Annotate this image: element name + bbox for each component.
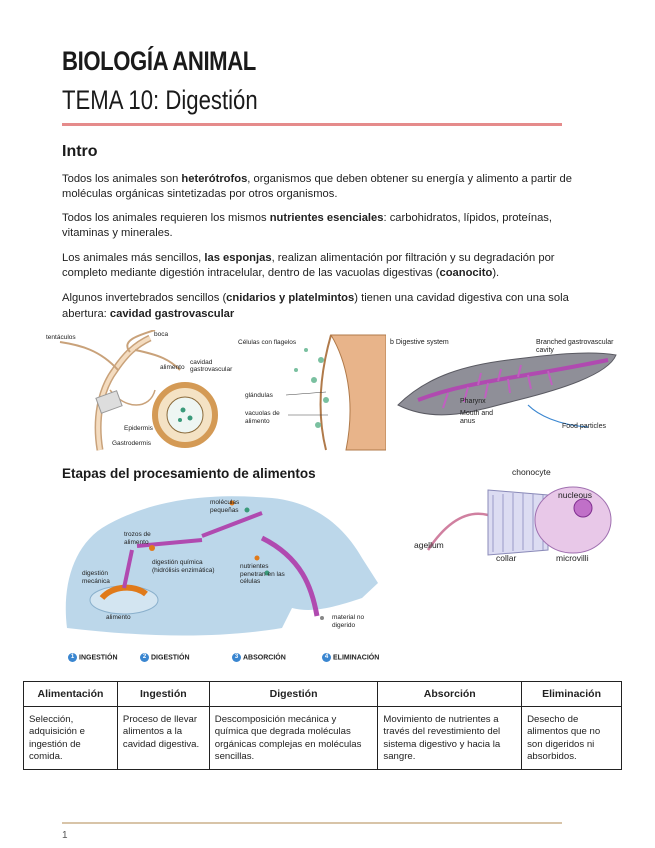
label-glands: glándulas [245, 392, 273, 399]
choanocyte-illustration [426, 486, 612, 556]
table-row: Selección, adquisición e ingestión de co… [23, 705, 622, 771]
tissue-illustration [285, 334, 386, 451]
table-header-row: Alimentación Ingestión Digestión Absorci… [23, 681, 622, 707]
label-chemical-digestion: digestión química (hidrólisis enzimática… [152, 559, 215, 574]
document-title: BIOLOGÍA ANIMAL [62, 46, 256, 76]
label-small-molecules: moléculas pequeñas [210, 499, 240, 514]
label-food-particles: Food particles [562, 423, 606, 430]
document-subtitle: TEMA 10: Digestión [62, 85, 258, 115]
label-branched-cavity: Branched gastrovascular cavity [536, 339, 614, 354]
label-food: alimento [160, 364, 185, 371]
label-nutrients: nutrientes penetran en las células [240, 563, 285, 585]
label-choanocyte: chonocyte [512, 467, 551, 477]
label-mechanical-digestion: digestión mecánica [82, 570, 110, 585]
label-mouth-anus: Mouth and anus [460, 410, 494, 425]
table-cell: Proceso de llevar alimentos a la cavidad… [116, 705, 210, 771]
table-cell: Desecho de alimentos que no son digerido… [521, 705, 622, 771]
step-number-badge: 3 [232, 653, 241, 662]
food-processing-illustration [65, 496, 379, 636]
intro-paragraph-1: Todos los animales son heterótrofos, org… [62, 173, 572, 200]
etapas-heading: Etapas del procesamiento de alimentos [62, 466, 316, 481]
label-gastrodermis: Gastrodermis [112, 440, 152, 447]
table-header-cell: Alimentación [23, 681, 118, 707]
label-digestive-system: b Digestive system [390, 339, 449, 346]
flatworm-illustration [397, 352, 617, 428]
label-flagellated-cells: Células con flagelos [238, 339, 297, 346]
label-food-bowl: alimento [106, 614, 131, 621]
label-mouth: boca [154, 331, 169, 338]
title-divider [62, 123, 562, 126]
table-cell: Descomposición mecánica y química que de… [208, 705, 379, 771]
table-cell: Selección, adquisición e ingestión de co… [23, 705, 118, 771]
label-gastrovascular-cavity: cavidad gastrovascular [190, 359, 233, 373]
intro-paragraph-4: Algunos invertebrados sencillos (cnidari… [62, 292, 569, 320]
intro-paragraph-3: Los animales más sencillos, las esponjas… [62, 252, 555, 279]
table-header-cell: Eliminación [521, 681, 622, 707]
label-flagellum: agellum [414, 540, 444, 550]
step-number-badge: 1 [68, 653, 77, 662]
table-header-cell: Absorción [377, 681, 523, 707]
label-food-pieces: trozos de alimento [124, 531, 151, 546]
intro-heading: Intro [62, 143, 98, 160]
label-collar: collar [496, 553, 517, 563]
table-header-cell: Digestión [208, 681, 379, 707]
label-undigested-material: material no digerido [332, 614, 365, 629]
table-header-cell: Ingestión [116, 681, 210, 707]
step-number-badge: 2 [140, 653, 149, 662]
intro-paragraph-2: Todos los animales requieren los mismos … [62, 212, 553, 239]
label-pharynx: Pharynx [460, 398, 486, 405]
hydra-illustration [59, 330, 218, 451]
stages-table: Alimentación Ingestión Digestión Absorci… [23, 681, 622, 771]
step-number-badge: 4 [322, 653, 331, 662]
label-nucleus: nucleous [558, 490, 593, 500]
label-epidermis: Epidermis [124, 425, 153, 432]
label-food-vacuoles: vacuolas de alimento [245, 410, 280, 425]
label-microvilli: microvilli [556, 553, 589, 563]
page-number: 1 [62, 830, 68, 841]
label-tentacles: tentáculos [46, 334, 76, 341]
footer-divider [62, 822, 562, 824]
table-cell: Movimiento de nutrientes a través del re… [377, 705, 523, 771]
